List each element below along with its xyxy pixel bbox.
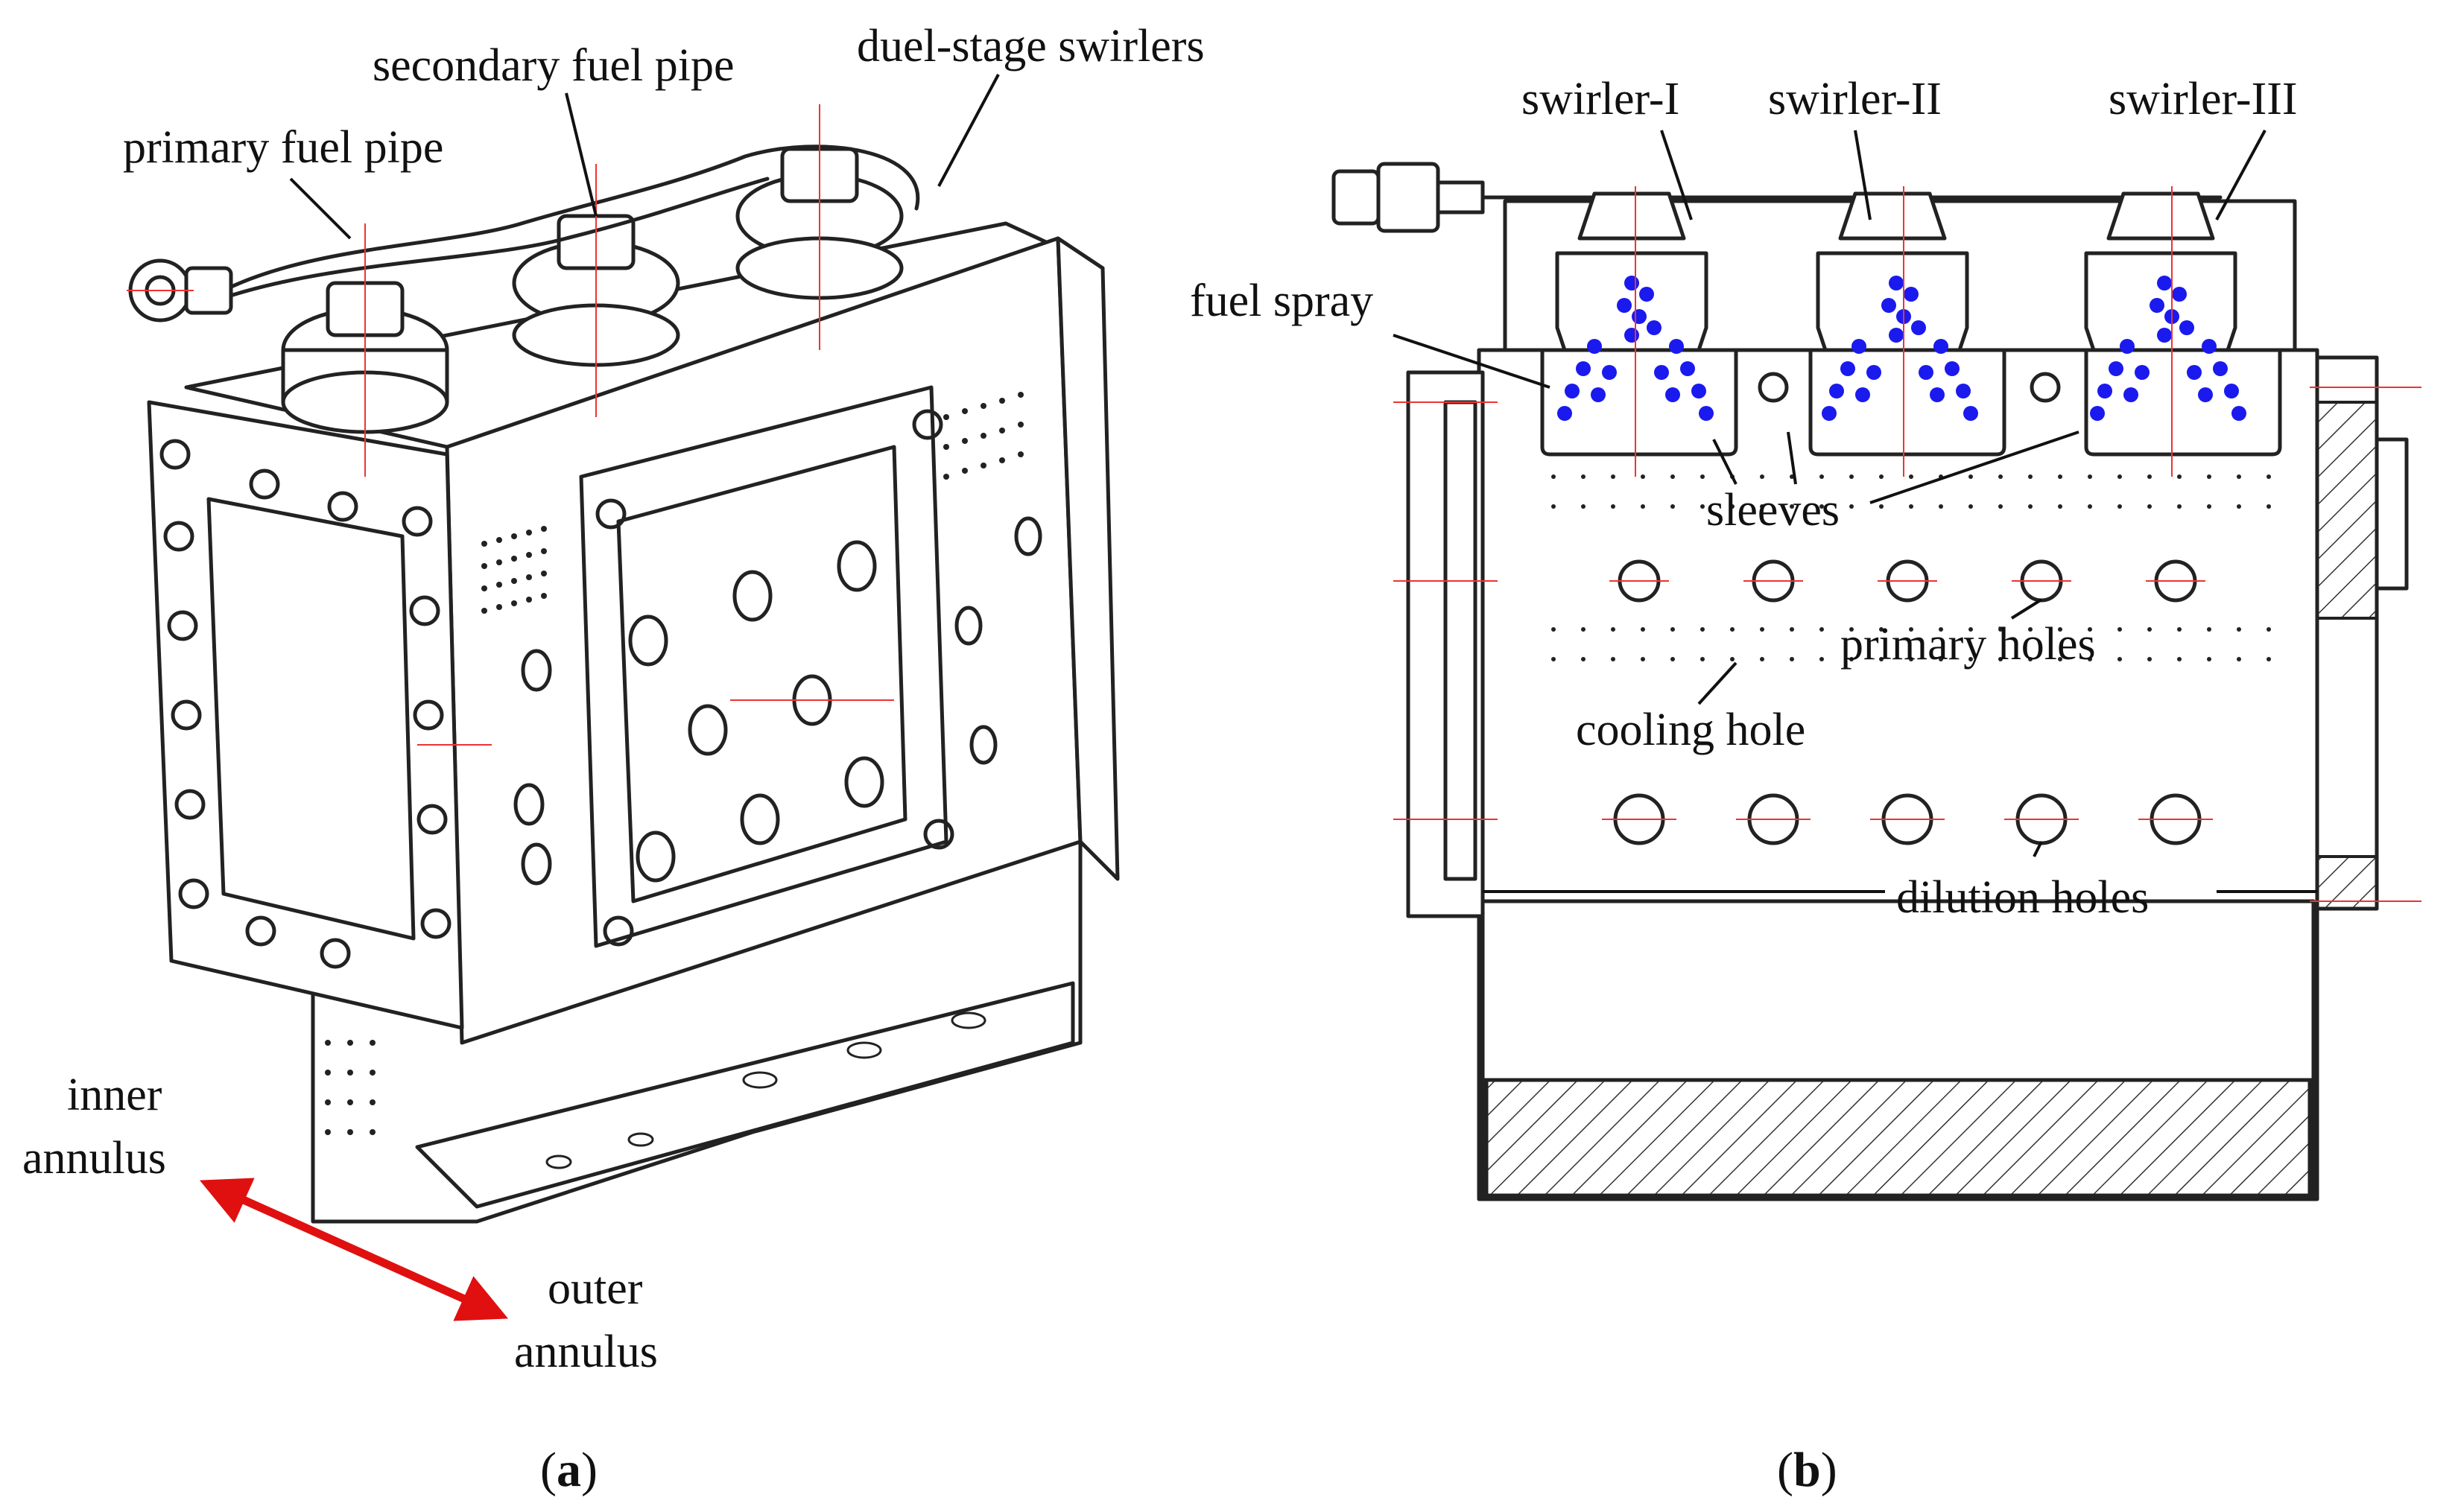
side-frame-bolts [595, 409, 954, 947]
side-flange [1056, 236, 1120, 881]
label-outer-annulus-1: outer [548, 1263, 643, 1314]
side-wall-holes [513, 516, 1042, 886]
front-window-glass [206, 497, 416, 941]
label-dilution-holes: dilution holes [1896, 872, 2149, 923]
right-hatch-upper [2316, 401, 2378, 620]
exit-hatched-block [1484, 1078, 2312, 1198]
front-frame-bolts [159, 439, 452, 969]
label-primary-fuel-pipe: primary fuel pipe [123, 122, 443, 173]
label-swirler-3: swirler-III [2109, 74, 2298, 124]
label-swirler-2: swirler-II [1768, 74, 1942, 124]
panel-b-labels: swirler-I swirler-II swirler-III fuel sp… [1190, 74, 2317, 1497]
label-primary-holes: primary holes [1840, 619, 2096, 670]
panel-a-drawing [127, 104, 1120, 1224]
sleeves [1540, 348, 2282, 457]
caption-b: (b) [1777, 1443, 1837, 1497]
label-swirler-1: swirler-I [1521, 74, 1679, 124]
label-secondary-fuel-pipe: secondary fuel pipe [373, 40, 734, 91]
panel-b-drawing [1331, 162, 2421, 1201]
swirler-cups [1555, 191, 2237, 352]
cooling-perforations [325, 392, 1024, 1135]
sleeve-gap-holes [1758, 372, 2061, 403]
label-cooling-hole: cooling hole [1576, 705, 1805, 755]
centerlines-b [1393, 186, 2421, 902]
side-window-holes [628, 540, 884, 883]
bottom-rail-holes [545, 1011, 986, 1169]
side-window-glass [616, 445, 907, 903]
centerlines-a [127, 104, 894, 746]
secondary-fuel-pipe-drawing [221, 177, 770, 300]
cooling-holes [1551, 474, 2271, 661]
label-fuel-spray: fuel spray [1190, 276, 1373, 326]
annulus-direction-arrow [199, 1178, 509, 1321]
fuel-spray-dots [1557, 276, 2246, 421]
right-clamp [2375, 437, 2409, 591]
label-dual-stage-swirlers: duel-stage swirlers [857, 21, 1205, 72]
label-sleeves: sleeves [1706, 485, 1840, 536]
left-window-glass [1443, 400, 1477, 881]
label-outer-annulus-2: annulus [514, 1327, 658, 1377]
label-inner-annulus-1: inner [67, 1070, 162, 1120]
caption-a: (a) [540, 1443, 598, 1497]
panel-a-labels: secondary fuel pipe duel-stage swirlers … [22, 21, 1205, 1497]
label-inner-annulus-2: annulus [22, 1133, 166, 1184]
